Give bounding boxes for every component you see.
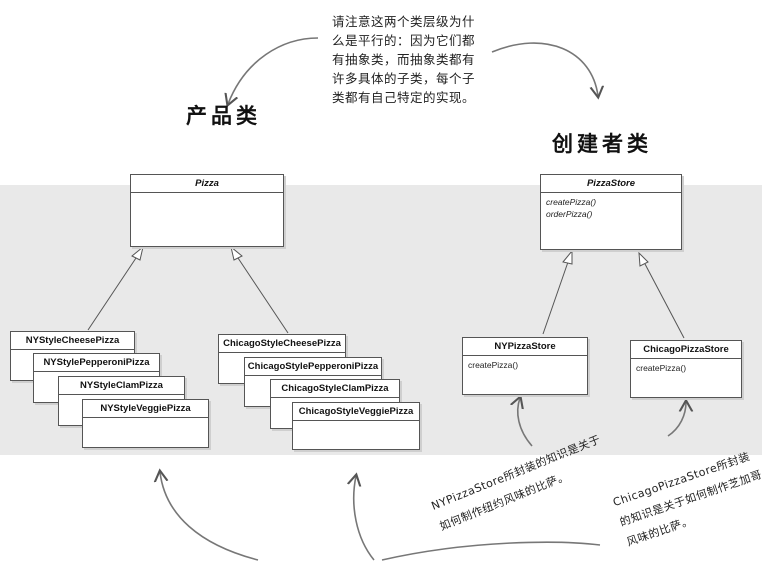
chicago-veggie-pizza-class: ChicagoStyleVeggiePizza	[292, 402, 420, 450]
curved-arrow-chicago-store	[667, 402, 686, 437]
ny-cheese-pizza-name: NYStyleCheesePizza	[11, 332, 134, 350]
product-classes-heading: 产品类	[186, 103, 261, 128]
chicago-cheese-pizza-name: ChicagoStyleCheesePizza	[219, 335, 345, 353]
creator-classes-heading: 创建者类	[552, 131, 652, 156]
chicago-pizza-store-class: ChicagoPizzaStore createPizza()	[630, 340, 742, 398]
curved-arrow-chicago-pizzas	[354, 476, 375, 561]
pizza-store-method-create: createPizza()	[546, 197, 597, 207]
chicago-pizza-store-method-create: createPizza()	[636, 363, 687, 373]
ny-pepperoni-pizza-name: NYStylePepperoniPizza	[34, 354, 159, 372]
ny-pizza-store-name: NYPizzaStore	[463, 338, 587, 356]
ny-clam-pizza-name: NYStyleClamPizza	[59, 377, 184, 395]
ny-pizza-store-method-create: createPizza()	[468, 360, 519, 370]
parallel-hierarchy-note: 请注意这两个类层级为什么是平行的：因为它们都有抽象类，而抽象类都有许多具体的子类…	[332, 14, 476, 105]
curved-arrow-left-top	[228, 37, 319, 104]
chicago-pepperoni-pizza-name: ChicagoStylePepperoniPizza	[245, 358, 381, 376]
curved-arrow-from-ny-note	[381, 541, 601, 561]
pizza-class: Pizza	[130, 174, 284, 247]
ny-pizza-store-class: NYPizzaStore createPizza()	[462, 337, 588, 395]
pizza-class-name: Pizza	[131, 175, 283, 193]
chicago-pizza-store-name: ChicagoPizzaStore	[631, 341, 741, 359]
curved-arrow-ny-store	[518, 398, 533, 447]
curved-arrow-right-top	[491, 42, 598, 96]
chicago-veggie-pizza-name: ChicagoStyleVeggiePizza	[293, 403, 419, 421]
ny-veggie-pizza-name: NYStyleVeggiePizza	[83, 400, 208, 418]
curved-arrow-ny-pizzas	[160, 472, 259, 561]
pizza-store-class-name: PizzaStore	[541, 175, 681, 193]
pizza-store-class: PizzaStore createPizza() orderPizza()	[540, 174, 682, 250]
chicago-clam-pizza-name: ChicagoStyleClamPizza	[271, 380, 399, 398]
ny-veggie-pizza-class: NYStyleVeggiePizza	[82, 399, 209, 448]
pizza-store-method-order: orderPizza()	[546, 209, 593, 219]
